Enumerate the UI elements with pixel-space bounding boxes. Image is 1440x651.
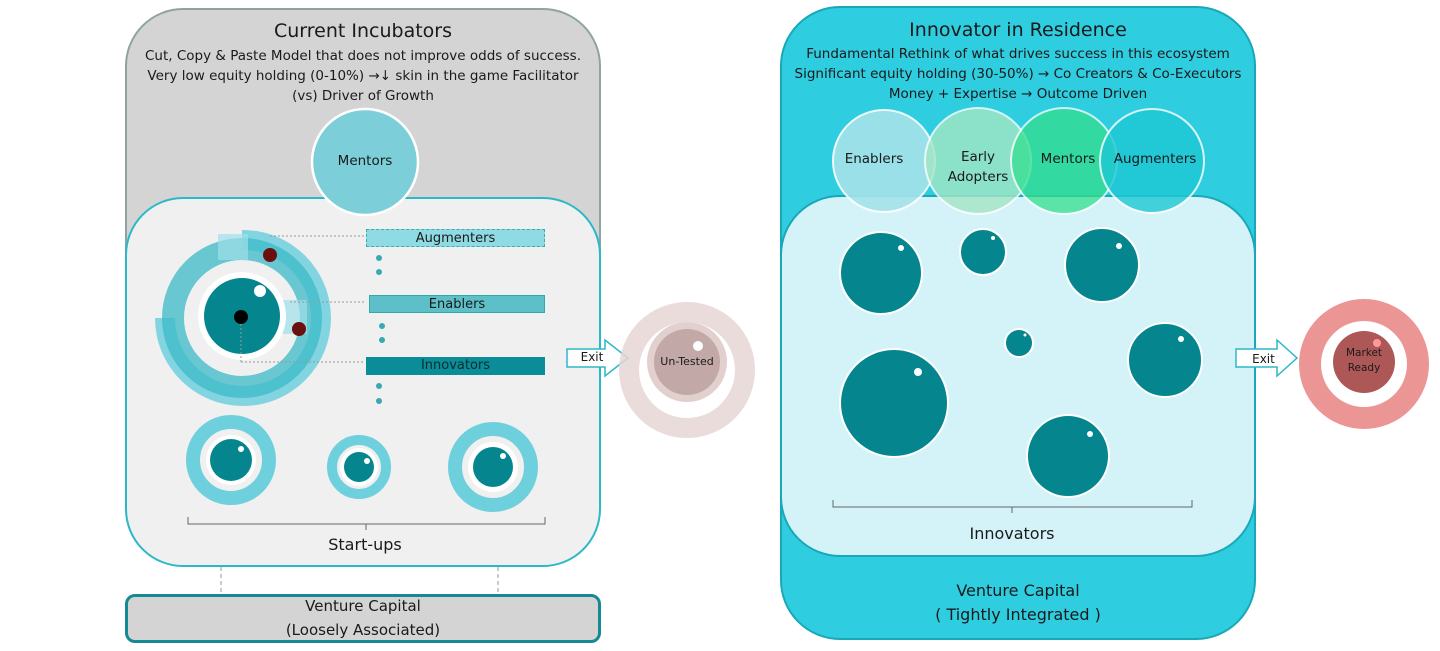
enablers-label-right: Enablers xyxy=(844,151,904,167)
innovators-bar: Innovators xyxy=(366,357,545,375)
startup-gauge-3 xyxy=(448,422,538,512)
vc-right-line2: ( Tightly Integrated ) xyxy=(935,605,1101,624)
right-title: Innovator in Residence xyxy=(909,19,1127,41)
untested-gauge xyxy=(619,302,755,438)
startup-gauge-2 xyxy=(327,435,391,499)
vc-left-line2: (Loosely Associated) xyxy=(285,621,441,639)
market-ready-gauge xyxy=(1299,299,1429,429)
early-adopters-line1: Early xyxy=(960,149,996,165)
left-desc-3: (vs) Driver of Growth xyxy=(292,88,434,104)
left-desc-1: Cut, Copy & Paste Model that does not im… xyxy=(144,48,582,64)
vc-left-line1: Venture Capital xyxy=(305,597,421,615)
innovator-bubbles xyxy=(839,227,1203,498)
innovators-bracket xyxy=(832,500,1193,513)
exit-label-right: Exit xyxy=(1252,352,1275,366)
right-desc-1: Fundamental Rethink of what drives succe… xyxy=(806,46,1230,62)
augmenters-bar: Augmenters xyxy=(366,229,545,247)
startups-label: Start-ups xyxy=(328,535,402,554)
left-desc-2: Very low equity holding (0-10%) →↓ skin … xyxy=(147,68,579,84)
right-desc-2: Significant equity holding (30-50%) → Co… xyxy=(794,66,1242,82)
market-ready-line1: Market xyxy=(1345,347,1383,359)
untested-label: Un-Tested xyxy=(660,355,714,368)
innovators-label-right: Innovators xyxy=(969,524,1055,543)
bubble-highlights xyxy=(898,236,1184,437)
droplet-icons xyxy=(376,255,385,404)
big-startup-gauge xyxy=(155,229,365,406)
exit-label-left: Exit xyxy=(580,350,604,364)
left-title: Current Incubators xyxy=(273,20,453,42)
right-support-circles xyxy=(832,107,1205,215)
startup-gauge-1 xyxy=(186,415,276,505)
mentors-label-left: Mentors xyxy=(337,153,393,169)
augmenters-label-right: Augmenters xyxy=(1113,151,1197,167)
exit-arrow-left xyxy=(566,338,630,378)
mentors-label-right: Mentors xyxy=(1040,151,1096,167)
vc-right-line1: Venture Capital xyxy=(956,581,1080,600)
enablers-bar: Enablers xyxy=(369,295,545,313)
market-ready-line2: Ready xyxy=(1347,362,1381,374)
mentors-circle-left xyxy=(310,107,420,217)
startups-bracket xyxy=(187,517,546,530)
early-adopters-line2: Adopters xyxy=(947,169,1009,185)
right-desc-3: Money + Expertise → Outcome Driven xyxy=(888,86,1148,102)
exit-arrow-right xyxy=(1235,338,1299,378)
venture-capital-loose-box xyxy=(125,594,601,643)
